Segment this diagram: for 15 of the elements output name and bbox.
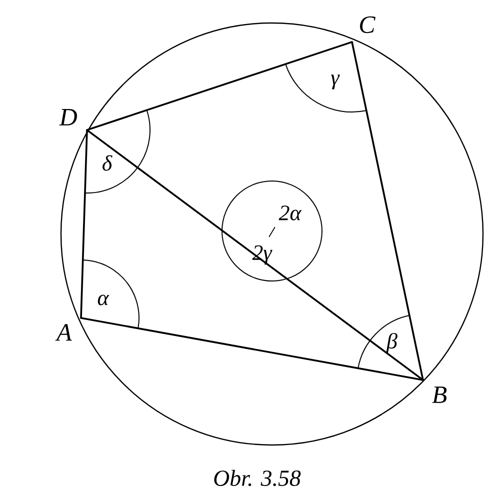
angle-label: δ: [102, 155, 112, 171]
vertex-label: C: [360, 16, 376, 34]
vertex-label: D: [59, 109, 77, 126]
vertex-label: A: [55, 324, 72, 341]
side-line: [351, 41, 424, 381]
caption: Obr. 3.58: [214, 470, 301, 486]
side-line: [86, 128, 424, 382]
angle-label: α: [98, 294, 110, 306]
angle-label: β: [386, 332, 398, 354]
angle-label: γ: [331, 74, 340, 90]
vertex-label: B: [432, 386, 447, 404]
angle-label: 2α: [278, 206, 302, 220]
side-line: [80, 317, 424, 381]
side-line: [86, 40, 353, 132]
side-line: [80, 129, 88, 319]
